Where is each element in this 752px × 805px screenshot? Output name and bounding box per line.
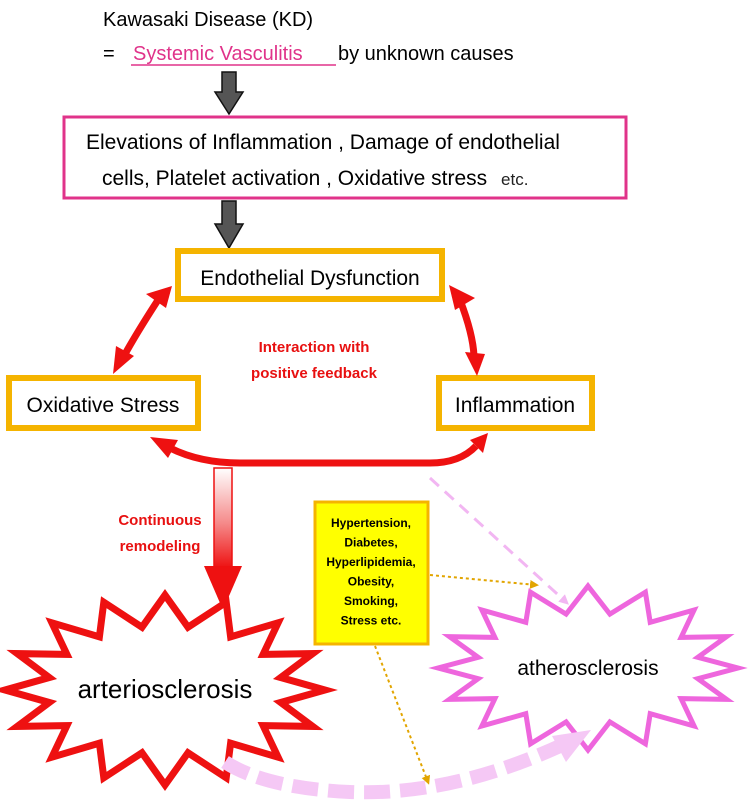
risk-factors-list: Hypertension, Diabetes, Hyperlipidemia, Obe… xyxy=(326,516,415,628)
risk-factors-box xyxy=(313,500,430,646)
risk-factor-item: Diabetes, xyxy=(344,536,397,550)
header-highlight: Systemic Vasculitis xyxy=(133,43,303,65)
feedback-arrow-right xyxy=(449,285,485,376)
risk-factor-item: Obesity, xyxy=(348,575,394,589)
atherosclerosis-label: atherosclerosis xyxy=(517,657,658,680)
header-equals: = xyxy=(103,43,115,65)
atherosclerosis-burst xyxy=(428,581,748,755)
node-endothelial-box xyxy=(175,248,445,302)
node-oxidative-box xyxy=(6,375,201,431)
pink-dashed-arrow-top xyxy=(428,476,569,605)
risk-factor-item: Stress etc. xyxy=(341,614,402,628)
risk-factor-item: Smoking, xyxy=(344,594,398,608)
pink-arrow-bottom-head xyxy=(552,730,591,762)
node-oxidative-label: Oxidative Stress xyxy=(27,394,180,417)
risk-arrow-down xyxy=(374,645,431,785)
pink-dashed-arrow-bottom xyxy=(221,739,563,800)
remodel-arrow xyxy=(204,467,242,610)
down-arrow-1 xyxy=(213,71,245,116)
header-title: Kawasaki Disease (KD) xyxy=(103,9,313,31)
risk-arrow-to-athero xyxy=(429,574,539,589)
feedback-label-line2: positive feedback xyxy=(251,365,378,382)
down-arrow-2 xyxy=(213,200,245,250)
remodel-label-line2: remodeling xyxy=(120,538,201,555)
top-box-line2: cells, Platelet activation , Oxidative s… xyxy=(102,167,528,190)
top-box xyxy=(62,115,628,200)
header-rest: by unknown causes xyxy=(338,43,514,65)
arteriosclerosis-label: arteriosclerosis xyxy=(78,674,253,704)
node-endothelial-label: Endothelial Dysfunction xyxy=(200,267,419,290)
risk-factor-item: Hyperlipidemia, xyxy=(326,555,415,569)
feedback-label-line1: Interaction with xyxy=(259,339,370,356)
risk-factor-item: Hypertension, xyxy=(331,516,411,530)
remodel-label-line1: Continuous xyxy=(118,512,201,529)
arteriosclerosis-burst xyxy=(0,588,338,792)
node-inflammation-box xyxy=(436,375,595,431)
feedback-arrow-bottom xyxy=(150,433,488,467)
node-inflammation-label: Inflammation xyxy=(455,394,575,417)
feedback-arrow-left xyxy=(113,286,172,374)
top-box-line1: Elevations of Inflammation , Damage of e… xyxy=(86,131,560,154)
